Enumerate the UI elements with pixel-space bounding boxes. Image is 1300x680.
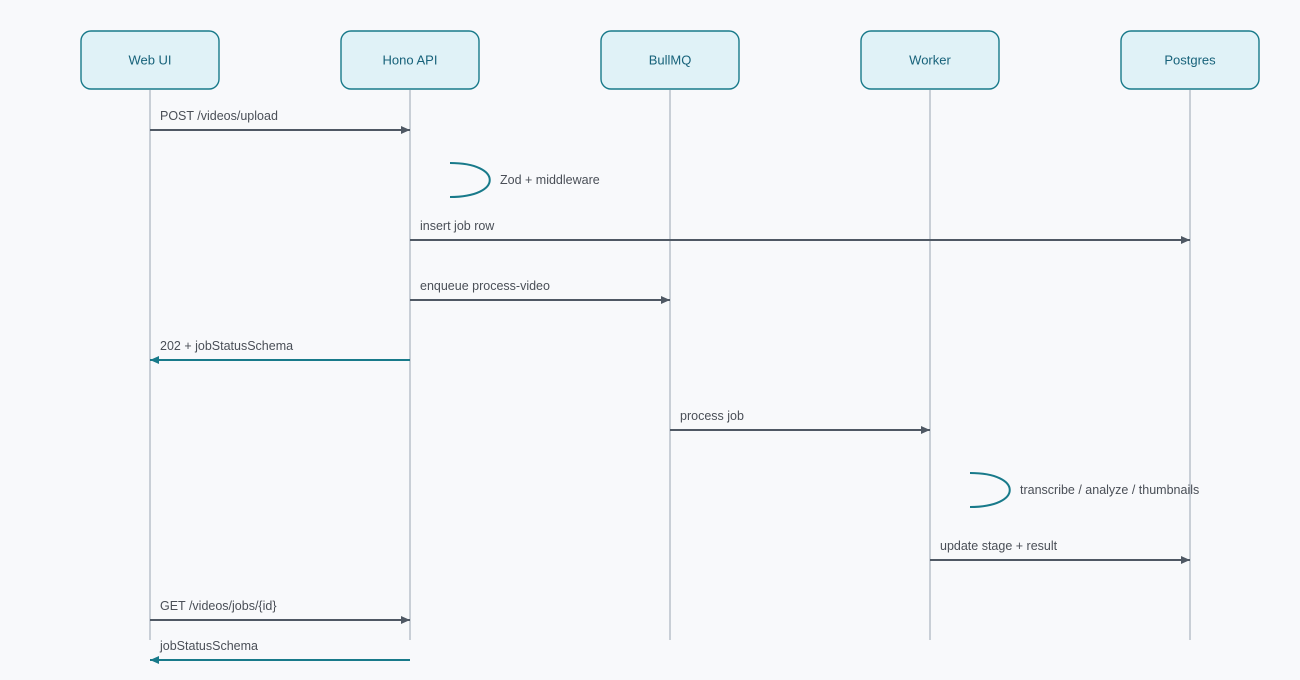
message-label: update stage + result — [940, 539, 1058, 553]
message-1: POST /videos/upload — [150, 109, 410, 134]
participant-worker: Worker — [860, 30, 1000, 90]
message-label: insert job row — [420, 219, 495, 233]
participant-box — [80, 30, 220, 90]
participant-box — [600, 30, 740, 90]
message-10: jobStatusSchema — [150, 639, 410, 664]
message-4: enqueue process-video — [410, 279, 670, 304]
message-6: process job — [670, 409, 930, 434]
participant-box — [340, 30, 480, 90]
self-call-loop — [969, 472, 1011, 508]
message-label: process job — [680, 409, 744, 423]
participants: Web UI Hono API BullMQ Worker Postgres — [80, 30, 1260, 90]
message-label: enqueue process-video — [420, 279, 550, 293]
participant-label: Postgres — [1164, 52, 1216, 67]
message-label: transcribe / analyze / thumbnails — [1020, 483, 1199, 497]
message-label: jobStatusSchema — [159, 639, 258, 653]
participant-bullmq: BullMQ — [600, 30, 740, 90]
participant-label: BullMQ — [649, 52, 692, 67]
message-9: GET /videos/jobs/{id} — [150, 599, 410, 624]
participant-label: Hono API — [383, 52, 438, 67]
participant-label: Web UI — [128, 52, 171, 67]
message-label: Zod + middleware — [500, 173, 600, 187]
message-label: POST /videos/upload — [160, 109, 278, 123]
lifelines — [149, 90, 1191, 640]
message-2: Zod + middleware — [449, 162, 600, 198]
participant-box — [860, 30, 1000, 90]
message-3: insert job row — [410, 219, 1190, 244]
message-7: transcribe / analyze / thumbnails — [969, 472, 1199, 508]
message-label: GET /videos/jobs/{id} — [160, 599, 277, 613]
self-call-loop — [449, 162, 491, 198]
participant-webui: Web UI — [80, 30, 220, 90]
message-8: update stage + result — [930, 539, 1190, 564]
message-label: 202 + jobStatusSchema — [160, 339, 293, 353]
participant-postgres: Postgres — [1120, 30, 1260, 90]
message-5: 202 + jobStatusSchema — [150, 339, 410, 364]
participant-hono: Hono API — [340, 30, 480, 90]
participant-label: Worker — [909, 52, 951, 67]
participant-box — [1120, 30, 1260, 90]
